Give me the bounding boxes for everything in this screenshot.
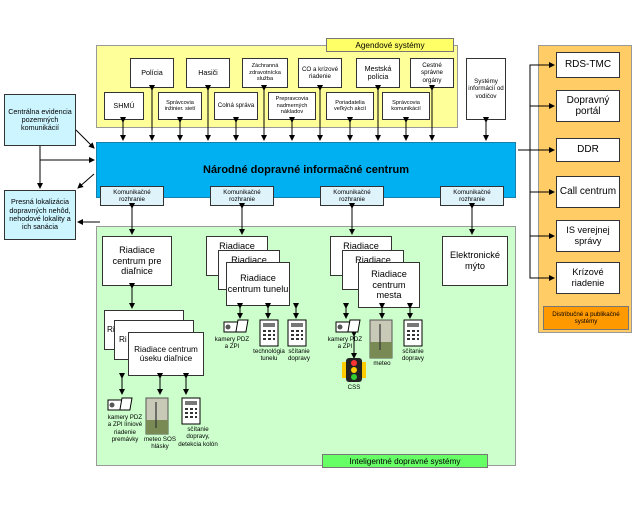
connector-arrow (529, 236, 555, 281)
camera-icon (335, 319, 361, 333)
camera-icon (223, 319, 249, 333)
traffic-counter-icon (181, 397, 201, 425)
meteo-photo-icon (145, 397, 169, 435)
central-road-evidence: Centrálna evidencia pozemných komunikáci… (4, 94, 76, 146)
agendove-title: Agendové systémy (326, 38, 454, 52)
connector-arrow (39, 146, 95, 163)
agenda-box: Cestné správne orgány (410, 58, 454, 88)
agenda-box: SHMÚ (104, 92, 144, 120)
highway-cameras-label: kamery PDZ a ZPI líniové riadenie premáv… (107, 414, 143, 444)
highway-meteo-label: meteo SOS hlásky (144, 436, 176, 451)
tunnel-technology-label: technológia tunelu (253, 348, 285, 363)
tunnel-cameras-label: kamery PDZ a ZPI (214, 336, 250, 351)
city-css-label: CSS (347, 384, 361, 391)
camera-icon (107, 397, 133, 411)
its-title: Inteligentné dopravné systémy (322, 454, 488, 468)
agenda-box: CO a krízové riadenie (298, 58, 342, 88)
connector-arrow (529, 192, 555, 239)
driver-info-systems: Systémy informácií od vodičov (466, 58, 506, 120)
highway-section-center: Riadiace centrum úseku diaľnice (128, 332, 204, 376)
comm-interface: Komunikačné rozhranie (320, 186, 384, 206)
distribution-item: Call centrum (556, 176, 620, 208)
agenda-box: Colná správa (214, 92, 258, 120)
tunnel-control-center: Riadiace centrum tunelu (226, 262, 290, 306)
highway-counting-label: sčítanie dopravy, detekcia kolón (178, 426, 218, 448)
connector-arrow (518, 62, 555, 151)
agenda-box: Polícia (130, 58, 174, 88)
connector-arrow (75, 129, 95, 149)
traffic-light-icon (342, 358, 366, 382)
accident-localization: Presná lokalizácia dopravných nehôd, neh… (4, 190, 76, 240)
tunnel-counting-label: sčítanie dopravy (287, 348, 310, 363)
highway-control-center: Riadiace centrum pre diaľnice (102, 236, 172, 286)
city-counting-label: sčítanie dopravy (401, 348, 424, 363)
agenda-box: Záchranná zdravotnícka služba (242, 58, 288, 88)
distribution-item: DDR (556, 138, 620, 162)
distribution-item: Dopravný portál (556, 90, 620, 122)
agenda-box: Prepravcovia nadmerných nákladov (268, 92, 316, 120)
connector-arrow (529, 150, 555, 195)
traffic-counter-icon (287, 319, 307, 347)
city-control-center: Riadiace centrum mesta (358, 262, 420, 308)
electronic-toll: Elektronické mýto (442, 236, 508, 286)
city-cameras-label: kamery PDZ a ZPI (327, 336, 363, 351)
traffic-counter-icon (403, 319, 423, 347)
distribution-item: Krízové riadenie (556, 262, 620, 294)
agenda-box: Mestská polícia (356, 58, 400, 88)
tunnel-technology-icon (259, 319, 279, 347)
distribution-item: RDS-TMC (556, 52, 620, 78)
distribution-item: IS verejnej správy (556, 220, 620, 252)
connector-arrow (77, 173, 95, 189)
comm-interface: Komunikačné rozhranie (440, 186, 504, 206)
distribution-title: Distribučné a publikačné systémy (543, 306, 629, 330)
meteo-photo-icon (369, 319, 393, 359)
city-meteo-label: meteo (373, 360, 391, 367)
comm-interface: Komunikačné rozhranie (100, 186, 164, 206)
